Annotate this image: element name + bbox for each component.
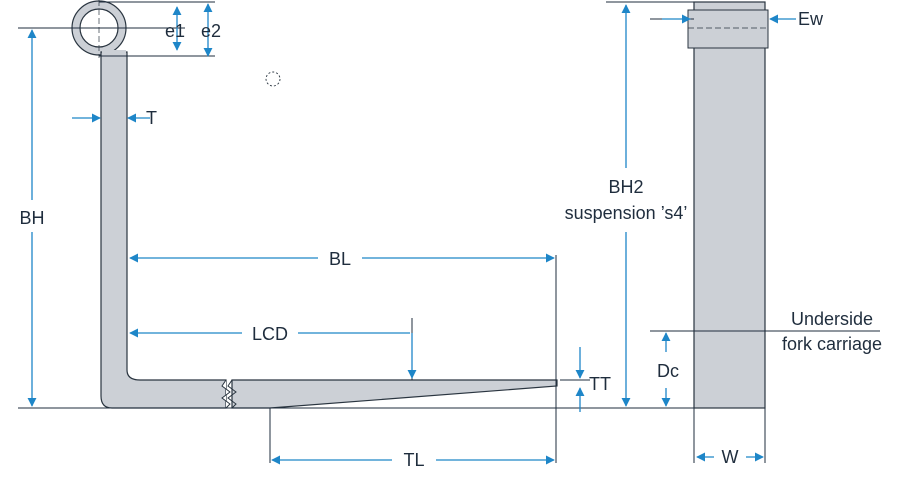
hook-eye-section: [687, 9, 769, 49]
bh-label: BH: [19, 208, 44, 228]
e1-label: e1: [165, 21, 185, 41]
tl-label: TL: [403, 450, 424, 470]
dashed-circle-icon: [265, 71, 281, 87]
fork-carriage-label: fork carriage: [782, 334, 882, 354]
underside-label: Underside: [791, 309, 873, 329]
bh2-suspension-label: suspension ’s4’: [565, 203, 688, 223]
bh2-label: BH2: [608, 177, 643, 197]
w-label: W: [722, 447, 739, 467]
zigzag-break-icon: [221, 379, 231, 409]
t-label: T: [146, 108, 157, 128]
fork-side-view: [70, 0, 558, 409]
fork-shank-and-blade: [100, 51, 227, 409]
dc-label: Dc: [657, 361, 679, 381]
e2-label: e2: [201, 21, 221, 41]
tt-label: TT: [589, 374, 611, 394]
fork-front-body: [693, 1, 766, 409]
lcd-label: LCD: [252, 324, 288, 344]
fork-front-view: [687, 1, 769, 409]
front-view-reference-lines: [606, 1, 880, 463]
fork-blade-tip: [231, 379, 558, 409]
bl-label: BL: [329, 249, 351, 269]
ew-label: Ew: [798, 9, 824, 29]
